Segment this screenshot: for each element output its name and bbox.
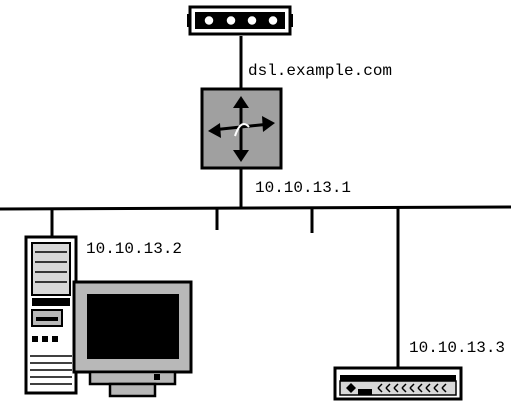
network-switch-icon [333, 366, 463, 401]
desktop-computer-icon [24, 235, 193, 398]
dsl-modem-icon [187, 5, 293, 36]
backbone-line [0, 205, 512, 211]
switch-ip-label: 10.10.13.3 [409, 339, 506, 357]
monitor [72, 280, 193, 398]
router-icon [200, 87, 283, 170]
modem-hostname-label: dsl.example.com [248, 62, 393, 80]
desktop-ip-label: 10.10.13.2 [86, 240, 183, 258]
router-ip-label: 10.10.13.1 [255, 179, 352, 197]
tower-case [24, 235, 78, 395]
